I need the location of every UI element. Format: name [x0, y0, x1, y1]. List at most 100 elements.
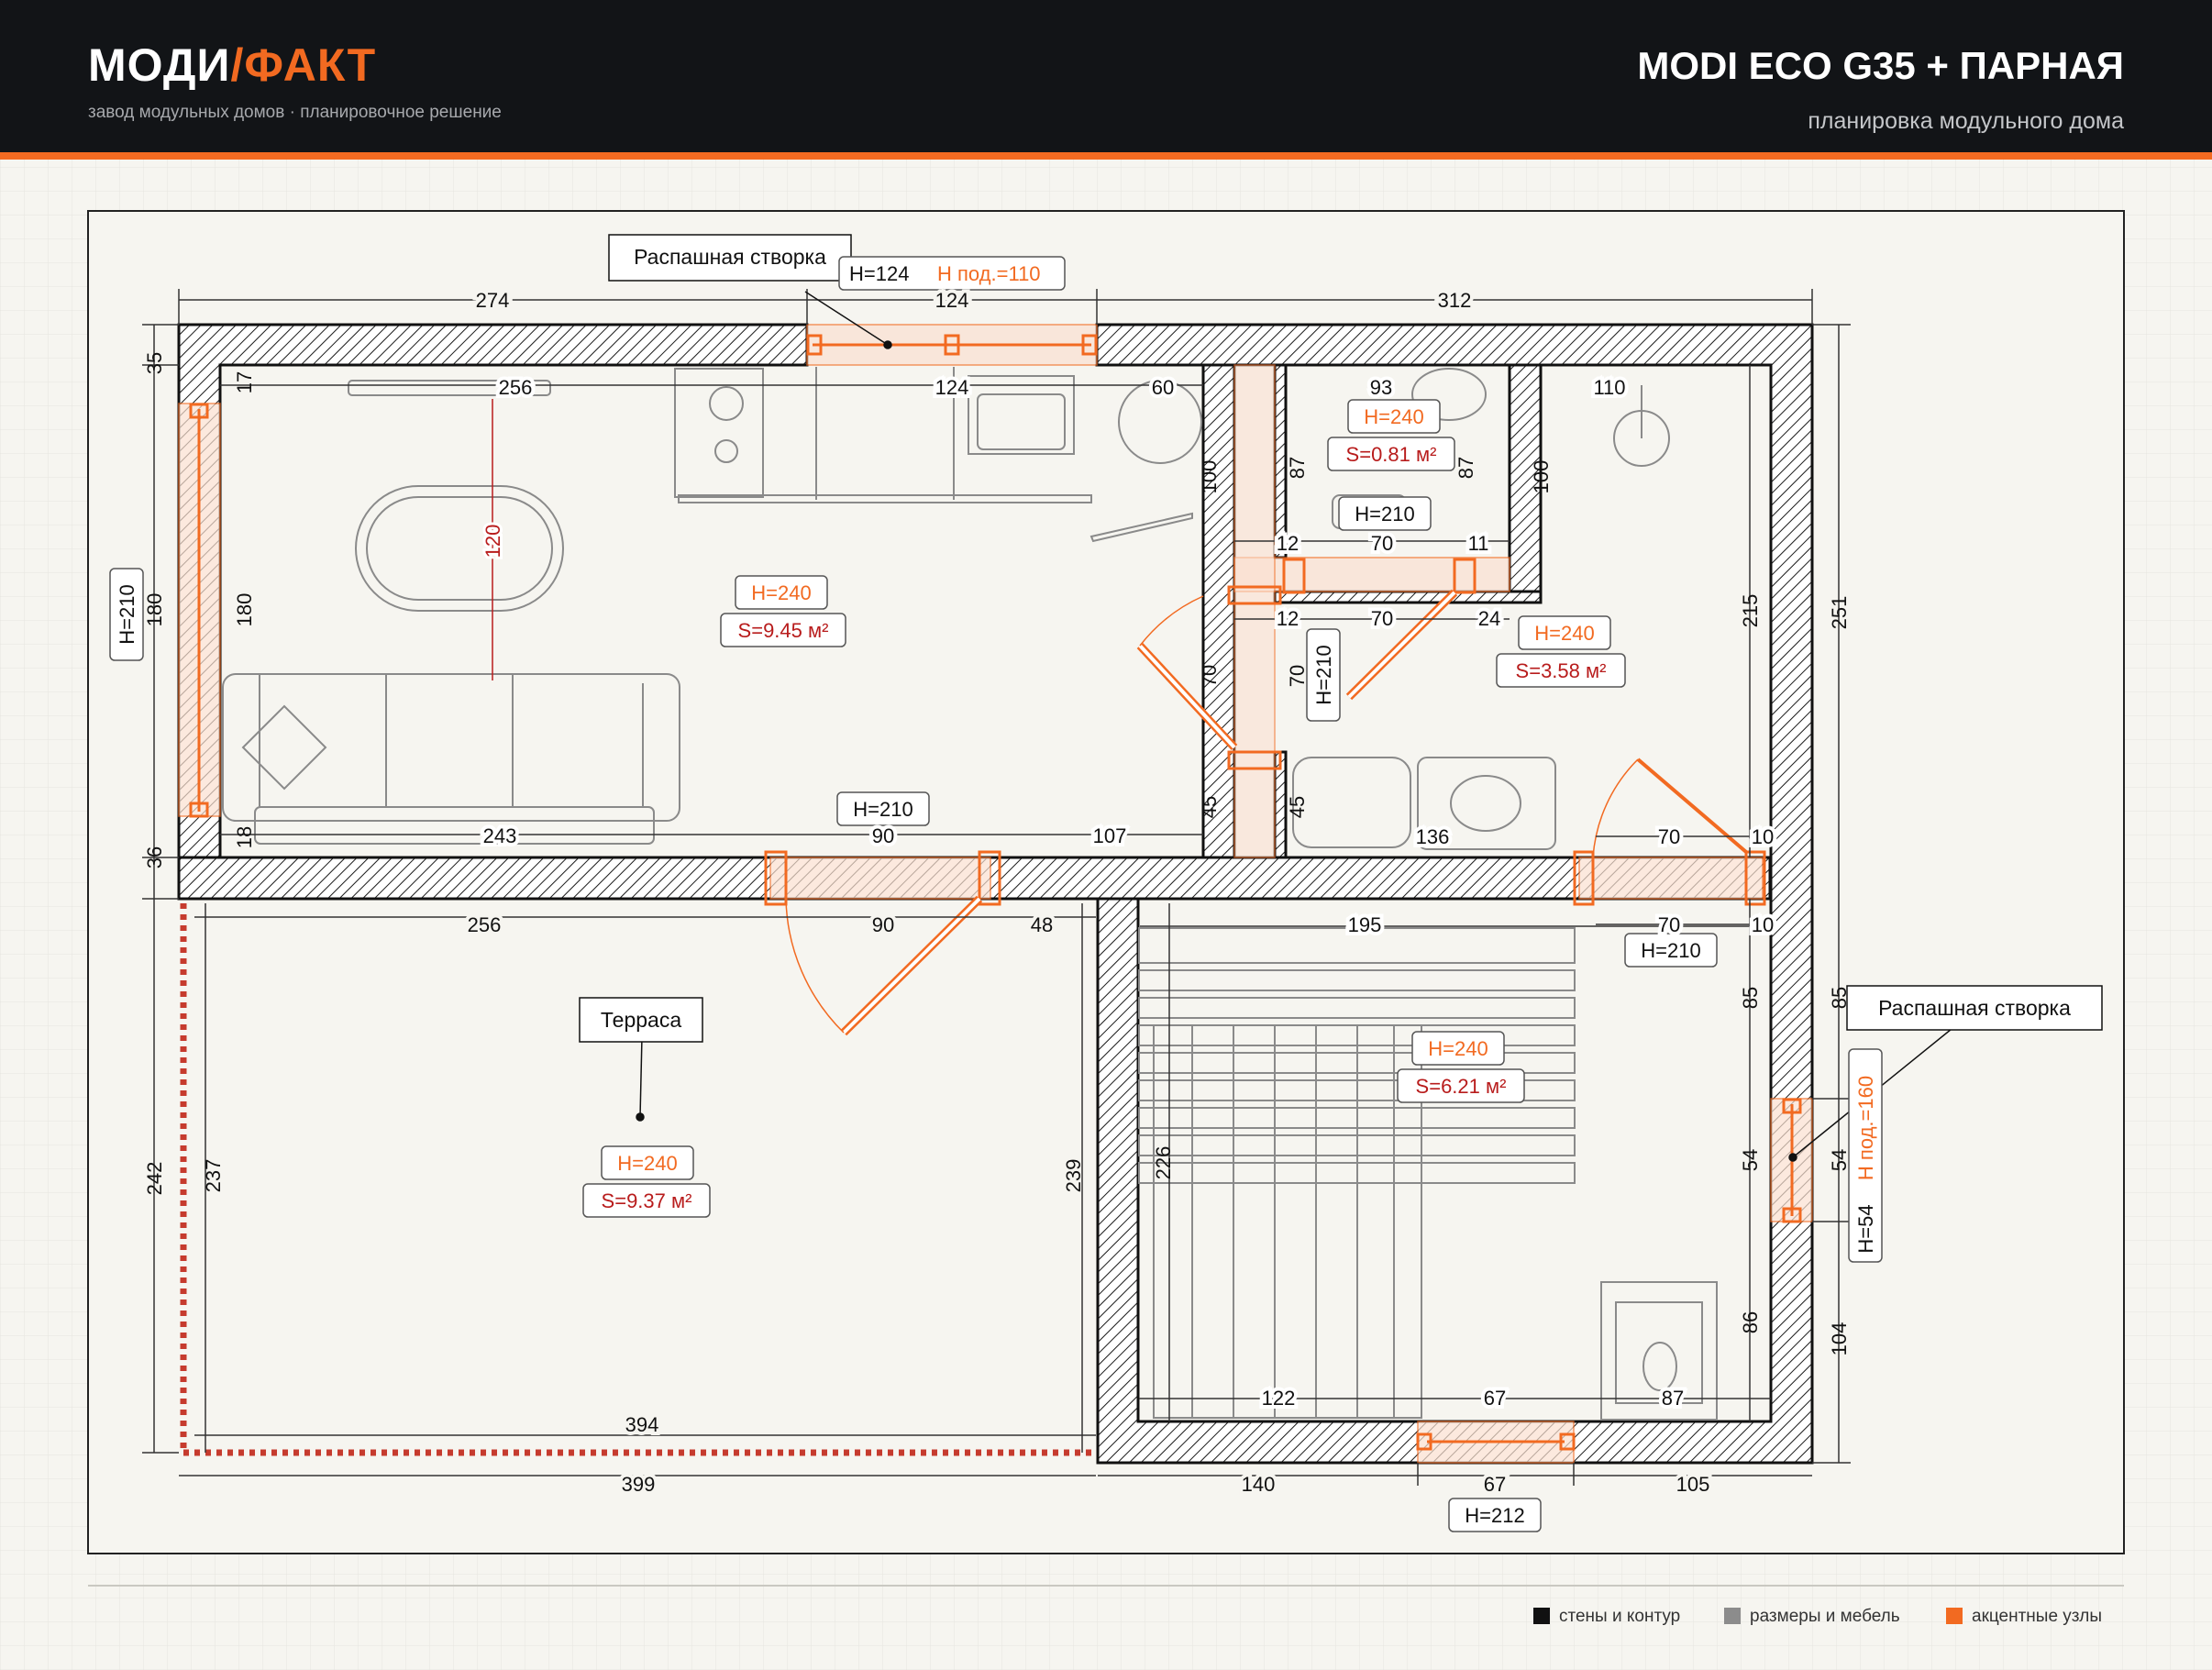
bathroom-sink-icon: [1292, 757, 1411, 848]
dim-in-124: 124: [935, 376, 969, 399]
wc-height: H=240: [1364, 405, 1423, 428]
dim-b48: 48: [1031, 913, 1053, 936]
dim-h10a: 10: [1752, 825, 1774, 848]
sofa-icon: [222, 673, 680, 822]
dim-bot67: 67: [1484, 1473, 1506, 1496]
callout-terrace: Терраса: [601, 1008, 681, 1032]
dim-v85b: 85: [1828, 987, 1851, 1009]
dim-v70a: 70: [1198, 665, 1221, 687]
shower-area: S=3.58 м²: [1516, 659, 1607, 682]
dim-v45a: 45: [1198, 796, 1221, 818]
dim-v87b: 87: [1454, 457, 1477, 479]
dim-in-17: 17: [233, 371, 256, 393]
sauna-stove-icon: [1600, 1281, 1718, 1421]
dim-h136: 136: [1416, 825, 1450, 848]
dim-s122: 122: [1262, 1387, 1296, 1410]
legend-walls-label: стены и контур: [1559, 1607, 1681, 1626]
dim-t394: 394: [625, 1413, 659, 1436]
tagline: завод модульных домов · планировочное ре…: [88, 103, 502, 122]
header-accent-bar: [0, 152, 2212, 160]
opening-label-boxes: [109, 256, 1883, 1532]
brand-logo: МОДИ/ФАКТ: [88, 39, 376, 92]
top-window-height: H=124: [849, 262, 909, 285]
header-bar: [0, 0, 2212, 152]
dim-v100b: 100: [1530, 460, 1553, 494]
dim-in-107: 107: [1093, 824, 1127, 847]
dim-v87a: 87: [1286, 457, 1309, 479]
opening-labels: H=124 Н под.=110 H=210 H=210 H=210 H=210…: [116, 262, 1877, 1527]
legend-swatch-walls: [1533, 1608, 1550, 1624]
dim-top-right: 312: [1438, 289, 1472, 312]
living-height: H=240: [751, 581, 811, 604]
dim-left-36: 36: [143, 846, 166, 868]
dim-in-243: 243: [483, 824, 517, 847]
sauna-area: S=6.21 м²: [1416, 1075, 1507, 1098]
dim-left-180: 180: [143, 593, 166, 627]
dim-in-93: 93: [1370, 376, 1392, 399]
dim-h70a: 70: [1371, 532, 1393, 555]
dim-in-120: 120: [481, 525, 504, 559]
dim-b70: 70: [1658, 913, 1680, 936]
dim-v85a: 85: [1739, 987, 1762, 1009]
callout-casement-top: Распашная створка: [634, 245, 826, 269]
furniture: [222, 367, 1718, 1421]
dim-s67a: 67: [1484, 1387, 1506, 1410]
dim-b195: 195: [1348, 913, 1382, 936]
room-labels: H=240 S=9.45 м² H=240 S=0.81 м² H=240 S=…: [602, 405, 1607, 1212]
sauna-height: H=240: [1428, 1037, 1488, 1060]
dim-in-180: 180: [233, 593, 256, 627]
dim-v45b: 45: [1286, 796, 1309, 818]
dim-in-256: 256: [499, 376, 533, 399]
toilet-icon: [1411, 368, 1487, 421]
dim-top-window: 124: [935, 289, 969, 312]
callout-boxes: [579, 234, 2103, 1043]
dim-b90: 90: [872, 913, 894, 936]
dim-h12a: 12: [1277, 532, 1299, 555]
legend-swatch-dims: [1724, 1608, 1741, 1624]
dim-b10: 10: [1752, 913, 1774, 936]
legend-walls: стены и контур: [1533, 1607, 1680, 1627]
wc-side-door-height: H=210: [1312, 645, 1335, 704]
dim-v54a: 54: [1739, 1149, 1762, 1171]
wc-door-height: H=210: [1355, 503, 1414, 525]
dim-h24: 24: [1478, 607, 1500, 630]
dim-h70b: 70: [1371, 607, 1393, 630]
brand-accent: /ФАКТ: [230, 39, 377, 91]
dim-s226: 226: [1152, 1146, 1175, 1180]
dim-t239: 239: [1062, 1159, 1085, 1193]
bottom-door-height: H=212: [1465, 1504, 1524, 1527]
dim-t399: 399: [622, 1473, 656, 1496]
dim-in-110: 110: [1593, 376, 1625, 399]
dim-t237: 237: [202, 1159, 225, 1193]
dim-right-251: 251: [1828, 596, 1851, 630]
shower-door-height: H=210: [1641, 939, 1700, 962]
dim-h12b: 12: [1277, 607, 1299, 630]
dim-in-18: 18: [233, 826, 256, 848]
living-door-height: H=210: [853, 798, 912, 821]
tv-icon: [348, 380, 551, 396]
dim-bot140: 140: [1242, 1473, 1276, 1496]
washing-machine-icon: [1417, 757, 1556, 850]
sink-icon: [968, 375, 1075, 455]
legend-accents-label: акцентные узлы: [1972, 1607, 2103, 1626]
living-area: S=9.45 м²: [738, 619, 829, 642]
dim-h11: 11: [1468, 532, 1489, 555]
top-window-sill: Н под.=110: [937, 262, 1041, 285]
legend-dims: размеры и мебель: [1724, 1607, 1900, 1627]
footer-divider: [88, 1585, 2124, 1587]
dim-v54b: 54: [1828, 1149, 1851, 1171]
dim-b256: 256: [468, 913, 502, 936]
dim-s87: 87: [1662, 1387, 1684, 1410]
dimension-texts: 274 124 312 256 124 60 93 110 120 35 180…: [143, 285, 1851, 1499]
brand-main: МОДИ: [88, 39, 231, 91]
dim-t242: 242: [143, 1162, 166, 1196]
legend-swatch-accents: [1946, 1608, 1963, 1624]
sauna-window-height: H=54: [1854, 1204, 1877, 1253]
page-title: MODI ECO G35 + ПАРНАЯ: [1637, 44, 2124, 87]
dim-v70b: 70: [1286, 665, 1309, 687]
terrace-boundary: [180, 903, 1094, 1456]
sauna-window-sill: Н под.=160: [1854, 1076, 1877, 1180]
dim-v100a: 100: [1198, 460, 1221, 494]
dim-top-left: 274: [476, 289, 510, 312]
